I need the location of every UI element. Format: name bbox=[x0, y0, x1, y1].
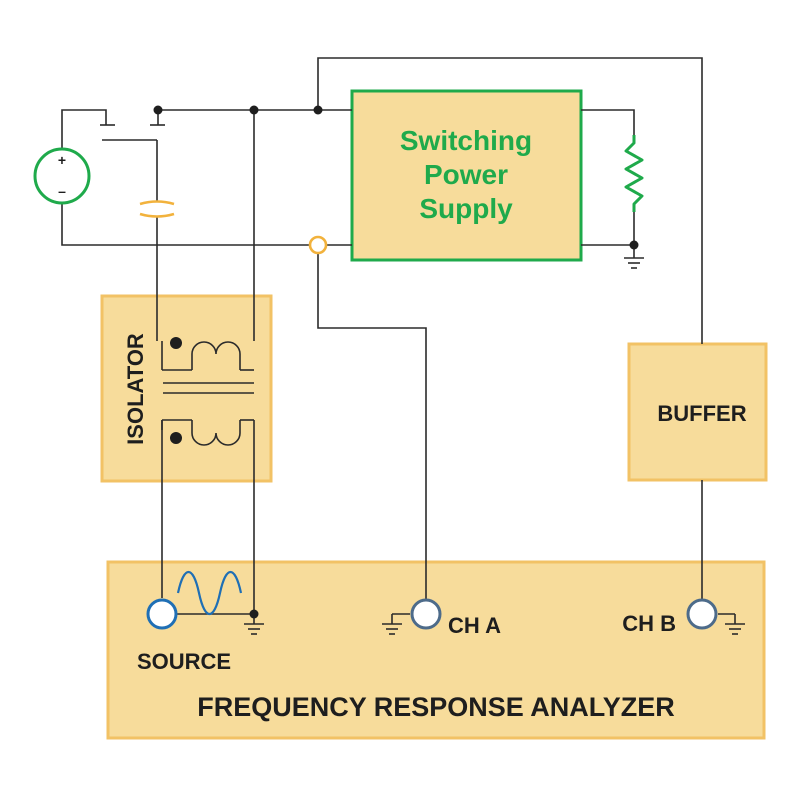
junction-nodes bbox=[153, 105, 639, 619]
dc-voltage-source bbox=[33, 147, 91, 205]
wire-load-top bbox=[581, 109, 635, 135]
ground-icon-source bbox=[244, 623, 264, 635]
analyzer-title: FREQUENCY RESPONSE ANALYZER bbox=[197, 692, 675, 722]
load-resistor bbox=[624, 135, 644, 212]
buffer-box bbox=[627, 342, 768, 482]
isolator-box bbox=[100, 294, 273, 483]
ground-icon-cha bbox=[382, 613, 410, 635]
chb-label: CH B bbox=[622, 611, 676, 636]
primary-polarity-dot bbox=[170, 337, 182, 349]
psu-label-line1: Switching bbox=[400, 125, 532, 156]
frequency-response-analyzer-box bbox=[106, 560, 766, 740]
ground-icon-chb bbox=[718, 613, 745, 635]
buffer-label: BUFFER bbox=[657, 401, 746, 426]
sine-wave-icon bbox=[176, 571, 243, 615]
dc-source-minus: – bbox=[58, 183, 66, 199]
injection-node bbox=[308, 235, 328, 255]
source-label: SOURCE bbox=[137, 649, 231, 674]
source-port-icon bbox=[146, 598, 178, 630]
switching-power-supply-box bbox=[350, 89, 583, 262]
wire-top-to-buffer bbox=[317, 57, 703, 344]
chb-port-icon bbox=[686, 598, 718, 630]
isolator-transformer bbox=[161, 341, 254, 446]
ground-symbols bbox=[244, 257, 745, 635]
secondary-polarity-dot bbox=[170, 432, 182, 444]
wire-cha-lead bbox=[317, 254, 427, 600]
wire-source-top bbox=[61, 109, 107, 160]
isolator-label: ISOLATOR bbox=[123, 333, 148, 445]
psu-label-line2: Power bbox=[424, 159, 508, 190]
cha-port-icon bbox=[410, 598, 442, 630]
cha-label: CH A bbox=[448, 613, 501, 638]
wire-bottom-bus bbox=[61, 200, 310, 246]
coupling-capacitor bbox=[139, 200, 175, 218]
psu-label-line3: Supply bbox=[419, 193, 513, 224]
dc-source-plus: + bbox=[58, 152, 66, 168]
ground-icon-load bbox=[624, 257, 644, 269]
